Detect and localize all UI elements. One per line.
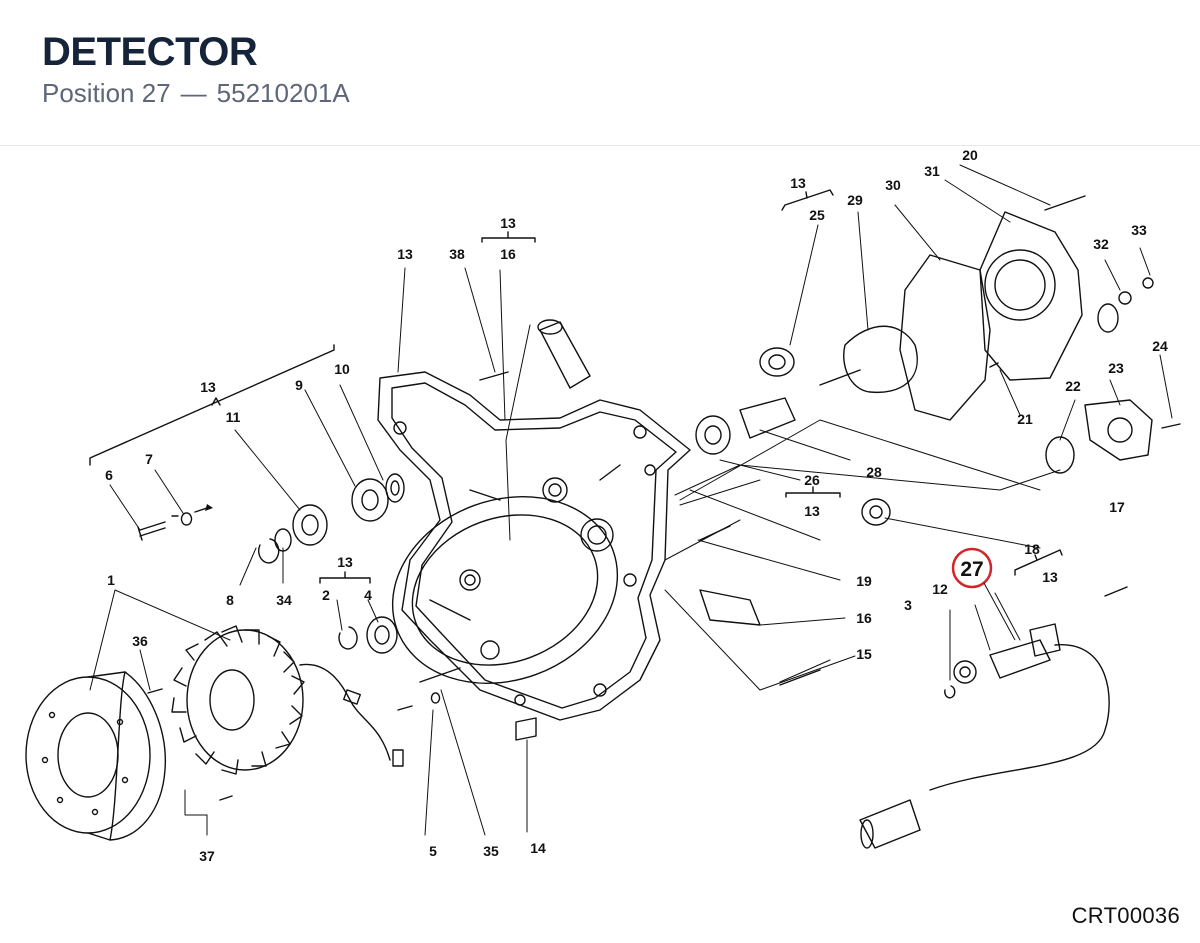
callout-34: 34: [276, 592, 292, 608]
callout-10: 10: [334, 361, 350, 377]
page-subtitle: Position 27 — 55210201A: [42, 78, 350, 108]
callout-7: 7: [145, 451, 153, 467]
callout-13-b: 13: [397, 246, 413, 262]
stator-drawing: [25, 625, 404, 841]
callout-24: 24: [1152, 338, 1168, 354]
exploded-parts-diagram: 1 2 3 4 5 6 7 8 9 10 11 12 13 14 15 16 1…: [0, 146, 1200, 943]
callout-1: 1: [107, 572, 115, 588]
drawing-reference-code: CRT00036: [1071, 903, 1180, 928]
part-number: 55210201A: [216, 78, 350, 108]
separator-dash: —: [180, 78, 207, 108]
callout-13-c: 13: [500, 215, 516, 231]
callout-6: 6: [105, 467, 113, 483]
callout-20: 20: [962, 147, 978, 163]
page-title: DETECTOR: [42, 30, 258, 74]
callout-13-a: 13: [200, 379, 216, 395]
callout-9: 9: [295, 377, 303, 393]
callout-38: 38: [449, 246, 465, 262]
callout-13-f: 13: [804, 503, 820, 519]
water-pump-drawing: [537, 211, 1181, 626]
callout-13-d: 13: [790, 175, 806, 191]
callout-31: 31: [924, 163, 940, 179]
callout-32: 32: [1093, 236, 1109, 252]
callout-37: 37: [199, 848, 215, 864]
callout-29: 29: [847, 192, 863, 208]
page-header: DETECTOR Position 27 — 55210201A: [0, 0, 1200, 146]
bearing-group-drawing: [137, 195, 1128, 801]
callout-15: 15: [856, 646, 872, 662]
callout-17: 17: [1109, 499, 1125, 515]
callout-8: 8: [226, 592, 234, 608]
callout-13-e: 13: [337, 554, 353, 570]
detector-sensor-drawing: [859, 623, 1110, 849]
callout-14: 14: [530, 840, 546, 856]
callout-16: 16: [856, 610, 872, 626]
callout-25: 25: [809, 207, 825, 223]
highlighted-callout-27[interactable]: 27: [951, 547, 1016, 641]
callout-33: 33: [1131, 222, 1147, 238]
callout-19: 19: [856, 573, 872, 589]
callout-27: 27: [960, 558, 983, 581]
callout-21: 21: [1017, 411, 1033, 427]
callout-11: 11: [226, 409, 241, 425]
callout-23: 23: [1108, 360, 1124, 376]
callout-labels: 1 2 3 4 5 6 7 8 9 10 11 12 13 14 15 16 1…: [105, 147, 1168, 864]
group-brackets: [89, 189, 1063, 584]
callout-28: 28: [866, 464, 882, 480]
highlight-ring: [951, 547, 993, 589]
callout-5: 5: [429, 843, 437, 859]
callout-22: 22: [1065, 378, 1081, 394]
callout-35: 35: [483, 843, 499, 859]
callout-4: 4: [364, 587, 372, 603]
leader-lines: [89, 164, 1173, 836]
diagram-canvas: 1 2 3 4 5 6 7 8 9 10 11 12 13 14 15 16 1…: [25, 147, 1181, 864]
direction-arrow: [205, 504, 213, 511]
callout-13-g: 13: [1042, 569, 1058, 585]
callout-2: 2: [322, 587, 330, 603]
callout-12: 12: [932, 581, 948, 597]
callout-16-b: 16: [500, 246, 516, 262]
callout-18: 18: [1024, 541, 1040, 557]
position-label: Position 27: [42, 78, 171, 108]
callout-27-leader: [983, 582, 1016, 641]
engine-cover-drawing: [377, 371, 691, 721]
callout-26: 26: [804, 472, 820, 488]
callout-30: 30: [885, 177, 901, 193]
callout-3: 3: [904, 597, 912, 613]
callout-36: 36: [132, 633, 148, 649]
